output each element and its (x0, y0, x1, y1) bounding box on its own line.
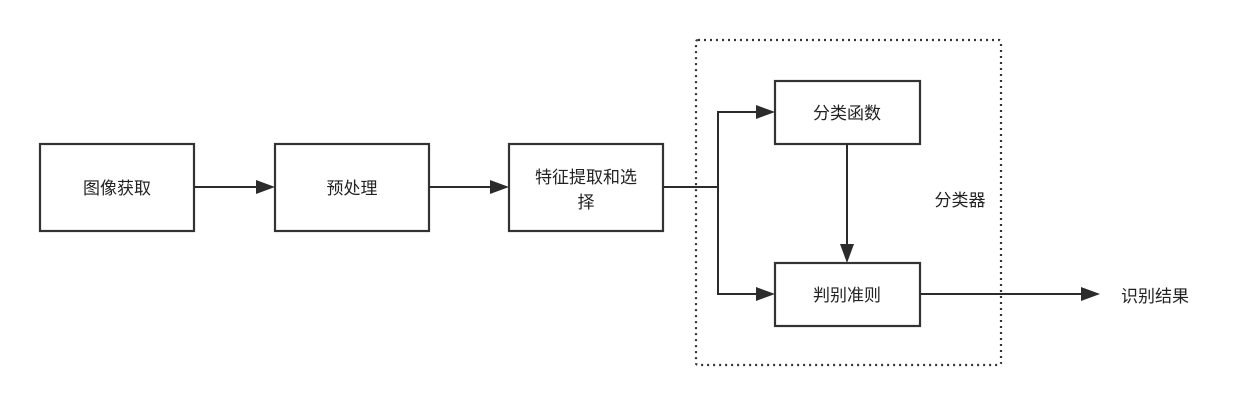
node-preprocessing-label: 预处理 (327, 179, 378, 199)
arrow-head-icon (756, 287, 775, 301)
node-image-acquisition: 图像获取 (38, 142, 196, 233)
arrow-head-icon (256, 180, 275, 194)
node-feature-extraction: 特征提取和选 择 (507, 142, 665, 233)
edge-acquire-to-preprocess (194, 180, 275, 194)
edge-function-to-rule (840, 144, 854, 263)
node-image-acquisition-box (38, 142, 196, 233)
node-preprocessing: 预处理 (273, 142, 431, 233)
node-decision-rule-box (773, 261, 922, 328)
recognition-result-label: 识别结果 (1121, 287, 1189, 307)
classifier-group-label: 分类器 (935, 191, 986, 211)
node-decision-rule: 判别准则 (773, 261, 922, 328)
classifier-group-box (694, 38, 1003, 367)
edge-preprocess-to-feature (429, 180, 509, 194)
node-preprocessing-box (273, 142, 431, 233)
edge-feature-split (663, 105, 775, 301)
node-feature-extraction-label-line2: 择 (578, 193, 595, 213)
arrow-head-icon (1081, 287, 1100, 301)
node-decision-rule-label: 判别准则 (813, 286, 881, 306)
arrow-head-icon (756, 105, 775, 119)
node-classification-function-label: 分类函数 (813, 104, 881, 124)
arrow-head-icon (490, 180, 509, 194)
node-feature-extraction-label-line1: 特征提取和选 (535, 168, 637, 188)
node-image-acquisition-label: 图像获取 (83, 179, 151, 199)
arrow-head-icon (840, 244, 854, 263)
edge-rule-to-result (920, 287, 1100, 301)
node-classification-function: 分类函数 (773, 79, 922, 146)
